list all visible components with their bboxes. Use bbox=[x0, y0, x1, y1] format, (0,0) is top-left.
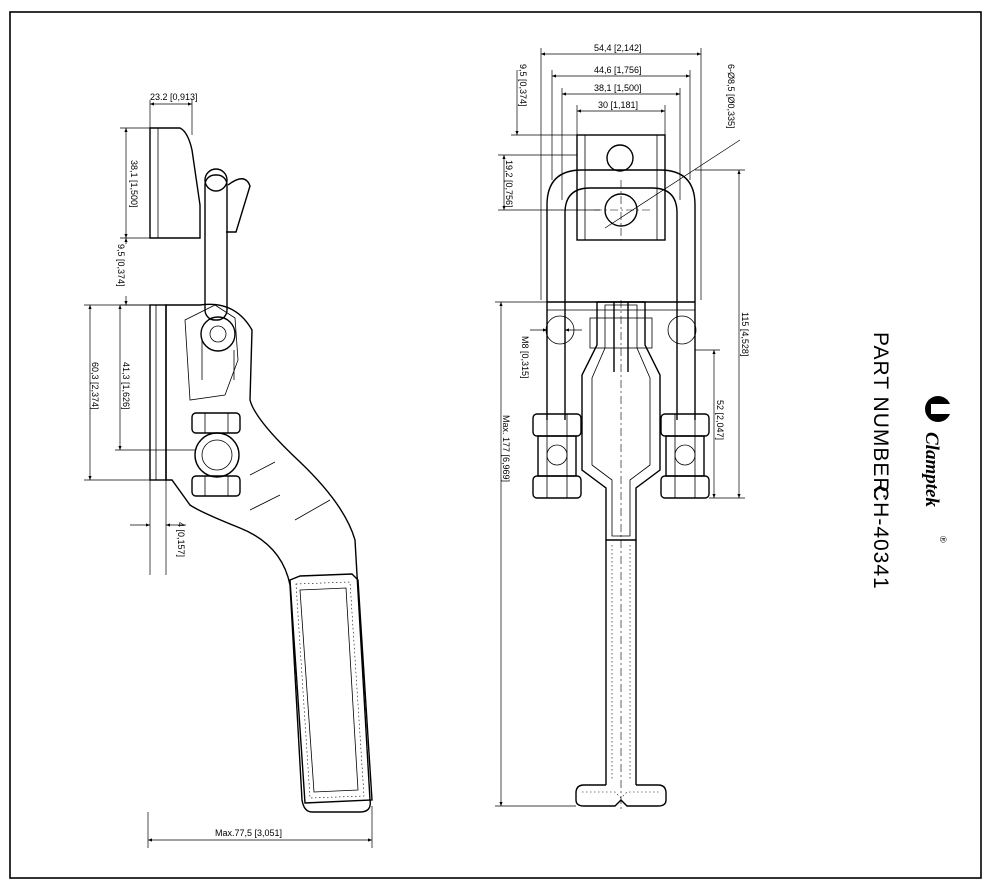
dim-arm-offset: 23.2 [0,913] bbox=[150, 92, 198, 102]
clamptek-logo-icon bbox=[925, 396, 952, 422]
dim-max-length: Max.77,5 [3,051] bbox=[215, 828, 282, 838]
dim-adjust: 52 [2,047] bbox=[715, 400, 725, 440]
front-view bbox=[495, 48, 745, 810]
part-number-label: PART NUMBER: bbox=[869, 332, 892, 500]
dim-thread: M8 [0,315] bbox=[520, 336, 530, 379]
dim-overall-width: 54,4 [2,142] bbox=[594, 43, 642, 53]
dim-hook-height: 38,1 [1,500] bbox=[129, 160, 139, 208]
dim-hole-spacing: 38,1 [1,500] bbox=[594, 83, 642, 93]
dim-u-width: 44,6 [1,756] bbox=[594, 65, 642, 75]
brand-registered-mark: ® bbox=[938, 536, 948, 543]
dim-pivot-height: 41,3 [1,626] bbox=[121, 362, 131, 410]
dim-bracket-width: 30 [1,181] bbox=[598, 100, 638, 110]
dim-base-thickness: 4 [0,157] bbox=[176, 522, 186, 557]
dim-u-height: 115 [4,528] bbox=[740, 312, 750, 356]
side-view bbox=[84, 100, 373, 848]
dim-max-height: Max. 177 [6,969] bbox=[501, 415, 511, 482]
dim-hole-dia: 6-Ø8,5 [Ø0,335] bbox=[726, 64, 736, 129]
dim-top-offset: 9,5 [0,374] bbox=[518, 64, 528, 107]
drawing-border bbox=[9, 11, 982, 879]
dim-gap: 9,5 [0,374] bbox=[116, 244, 126, 287]
dim-hole-offset: 19,2 [0,756] bbox=[504, 160, 514, 208]
part-number-value: CH-40341 bbox=[869, 486, 892, 590]
title-block: PART NUMBER: CH-40341 Clamptek ® bbox=[869, 332, 952, 590]
brand-name: Clamptek bbox=[921, 432, 942, 507]
dim-base-height: 60,3 [2,374] bbox=[90, 362, 100, 410]
